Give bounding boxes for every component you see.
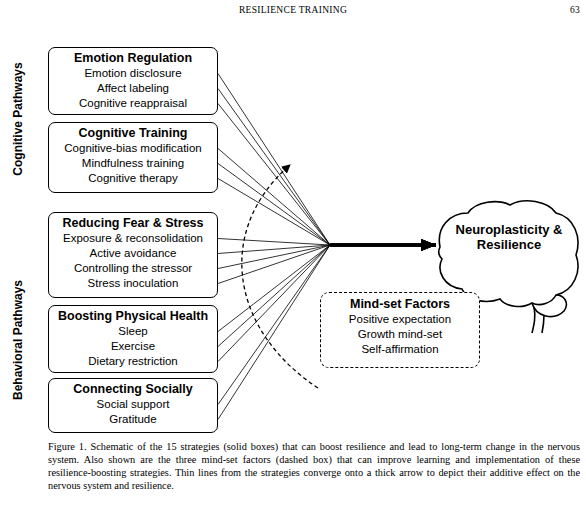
brain-outline-stroke: [532, 295, 566, 317]
convergence-arrow: [330, 244, 436, 247]
strategy-item: Sleep: [49, 324, 217, 339]
strategy-item: Mindfulness training: [49, 156, 217, 171]
strategy-item: Cognitive therapy: [49, 171, 217, 186]
brain-label: Neuroplasticity & Resilience: [449, 222, 569, 252]
strategy-box: Cognitive TrainingCognitive-bias modific…: [48, 122, 218, 193]
strategy-box: Connecting SociallySocial supportGratitu…: [48, 378, 218, 433]
brain-outline-stroke: [532, 307, 535, 333]
brain-outline-stroke: [542, 315, 544, 333]
pathway-label: Cognitive Pathways: [10, 34, 26, 204]
box-heading: Emotion Regulation: [49, 51, 217, 66]
strategy-box: Emotion RegulationEmotion disclosureAffe…: [48, 47, 218, 115]
strategy-item: Cognitive-bias modification: [49, 141, 217, 156]
strategy-line: [218, 149, 330, 246]
page-number: 63: [536, 4, 580, 16]
connector: [218, 149, 436, 246]
strategy-item: Exposure & reconsolidation: [49, 231, 217, 246]
strategy-item: Social support: [49, 397, 217, 412]
strategy-line: [218, 104, 330, 246]
strategy-item: Self-affirmation: [321, 342, 479, 357]
strategy-line: [218, 245, 330, 284]
strategy-line: [218, 239, 330, 246]
convergence-arrow: [330, 244, 436, 247]
connector: [218, 239, 436, 284]
brain-outline-stroke: [439, 201, 578, 307]
strategy-item: Active avoidance: [49, 246, 217, 261]
strategy-line: [218, 245, 330, 405]
strategy-line: [218, 89, 330, 246]
strategy-item: Stress inoculation: [49, 276, 217, 291]
mindset-box: Mind-set FactorsPositive expectationGrow…: [320, 292, 480, 368]
running-header: RESILIENCE TRAINING: [0, 4, 586, 16]
box-heading: Cognitive Training: [49, 126, 217, 141]
strategy-line: [218, 179, 330, 246]
strategy-item: Emotion disclosure: [49, 66, 217, 81]
box-heading: Mind-set Factors: [321, 297, 479, 312]
strategy-line: [218, 245, 330, 254]
convergence-arrow: [330, 244, 436, 247]
strategy-line: [218, 74, 330, 246]
strategy-item: Gratitude: [49, 412, 217, 427]
strategy-line: [218, 245, 330, 420]
box-heading: Reducing Fear & Stress: [49, 216, 217, 231]
figure-caption: Figure 1. Schematic of the 15 strategies…: [48, 440, 580, 492]
strategy-line: [218, 245, 330, 269]
strategy-item: Positive expectation: [321, 312, 479, 327]
strategy-item: Cognitive reappraisal: [49, 96, 217, 111]
strategy-line: [218, 164, 330, 246]
strategy-line: [218, 245, 330, 332]
strategy-box: Boosting Physical HealthSleepExerciseDie…: [48, 305, 218, 373]
convergence-arrow: [330, 244, 436, 247]
box-heading: Boosting Physical Health: [49, 309, 217, 324]
box-heading: Connecting Socially: [49, 382, 217, 397]
strategy-line: [218, 245, 330, 362]
convergence-arrow: [330, 244, 436, 247]
influence-arrow: [242, 165, 318, 388]
strategy-box: Reducing Fear & StressExposure & reconso…: [48, 212, 218, 298]
strategy-item: Growth mind-set: [321, 327, 479, 342]
strategy-line: [218, 245, 330, 347]
strategy-item: Affect labeling: [49, 81, 217, 96]
strategy-item: Dietary restriction: [49, 354, 217, 369]
pathway-label: Behavioral Pathways: [10, 255, 26, 425]
strategy-item: Controlling the stressor: [49, 261, 217, 276]
strategy-item: Exercise: [49, 339, 217, 354]
